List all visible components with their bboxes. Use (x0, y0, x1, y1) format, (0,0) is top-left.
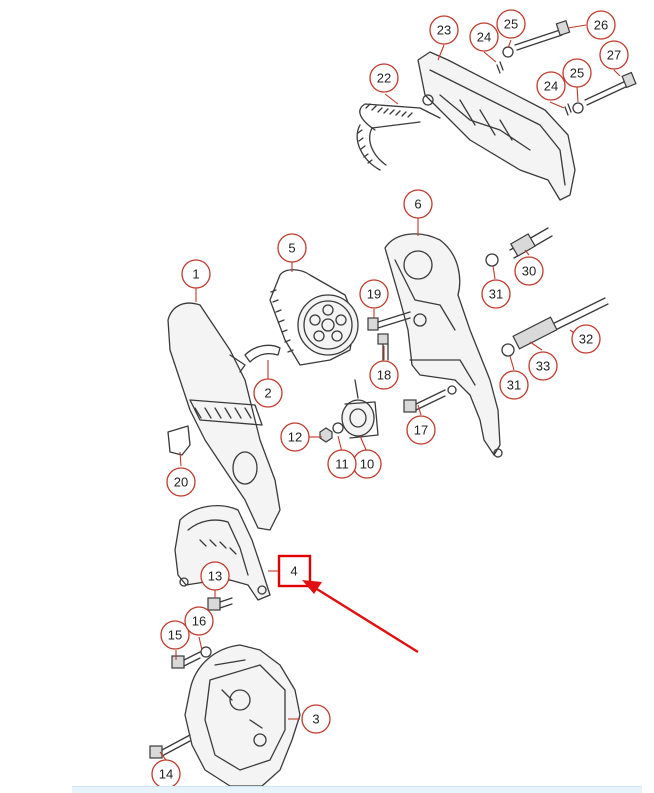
svg-text:11: 11 (335, 457, 349, 472)
bracket-20 (167, 425, 191, 456)
callout-3: 3 (301, 704, 331, 734)
svg-text:20: 20 (174, 475, 188, 490)
callout-23: 23 (429, 15, 459, 45)
callout-14: 14 (151, 759, 181, 789)
leader-lines (159, 24, 621, 761)
lower-cover-4 (174, 505, 271, 601)
svg-text:14: 14 (159, 767, 173, 782)
callout-25-lower: 25 (562, 58, 592, 88)
callout-4-highlighted[interactable]: 4 (277, 554, 312, 588)
callout-12: 12 (280, 422, 310, 452)
svg-text:23: 23 (437, 23, 451, 38)
svg-text:12: 12 (288, 430, 302, 445)
callout-13: 13 (200, 561, 230, 591)
svg-text:5: 5 (288, 241, 295, 256)
svg-text:27: 27 (607, 48, 621, 63)
bolt-13 (207, 597, 233, 611)
upper-belt-cover (417, 51, 576, 201)
svg-text:18: 18 (377, 368, 391, 383)
bolt-14 (149, 734, 191, 759)
bolt-26 (496, 19, 571, 74)
stud-30 (485, 227, 553, 267)
center-cover (384, 233, 503, 458)
svg-text:15: 15 (168, 628, 182, 643)
toothed-belt (356, 103, 441, 171)
stud-32 (501, 297, 609, 357)
callout-11: 11 (327, 449, 357, 479)
svg-text:2: 2 (264, 386, 271, 401)
svg-text:6: 6 (414, 197, 421, 212)
callout-31: 31 (481, 279, 511, 309)
callout-2: 2 (253, 378, 283, 408)
bolt-18 (377, 333, 389, 361)
callout-30: 30 (514, 256, 544, 286)
camshaft-sprocket (269, 269, 359, 366)
svg-text:25: 25 (570, 66, 584, 81)
svg-text:4: 4 (290, 564, 297, 579)
callout-32: 32 (571, 324, 601, 354)
clip-2 (244, 344, 281, 363)
callout-33: 33 (528, 351, 558, 381)
svg-text:24: 24 (477, 30, 491, 45)
bolt-15 (171, 646, 212, 669)
svg-text:16: 16 (192, 614, 206, 629)
svg-text:1: 1 (192, 267, 199, 282)
callout-5: 5 (277, 233, 307, 263)
callout-1: 1 (181, 259, 211, 289)
callout-17: 17 (406, 415, 436, 445)
svg-text:13: 13 (208, 569, 222, 584)
bolt-27 (564, 71, 637, 116)
callout-20: 20 (166, 467, 196, 497)
callout-31-lower: 31 (499, 370, 529, 400)
svg-text:30: 30 (522, 264, 536, 279)
callout-15: 15 (160, 620, 190, 650)
lower-panel-3 (184, 644, 301, 787)
svg-text:33: 33 (536, 359, 550, 374)
callout-10: 10 (352, 449, 382, 479)
svg-text:24: 24 (544, 79, 558, 94)
svg-text:31: 31 (507, 378, 521, 393)
svg-text:32: 32 (579, 332, 593, 347)
svg-text:26: 26 (594, 18, 608, 33)
callout-22: 22 (369, 63, 399, 93)
svg-text:17: 17 (414, 423, 428, 438)
rear-cover (167, 302, 281, 531)
callout-24-lower: 24 (536, 71, 566, 101)
red-pointer-arrow (302, 580, 419, 654)
tensioner-roller (319, 379, 379, 443)
bolt-17 (403, 389, 446, 413)
svg-text:31: 31 (489, 287, 503, 302)
callout-18: 18 (369, 360, 399, 390)
callout-19: 19 (359, 279, 389, 309)
callout-27: 27 (599, 40, 629, 70)
svg-text:3: 3 (312, 712, 319, 727)
callout-6: 6 (403, 189, 433, 219)
callout-24: 24 (469, 22, 499, 52)
callout-25: 25 (496, 9, 526, 39)
callout-26: 26 (586, 10, 616, 40)
svg-text:19: 19 (367, 287, 381, 302)
svg-text:22: 22 (377, 71, 391, 86)
svg-text:10: 10 (360, 457, 374, 472)
svg-text:25: 25 (504, 17, 518, 32)
callout-16: 16 (184, 606, 214, 636)
bolt-19 (367, 311, 411, 331)
footer-bar (72, 786, 642, 793)
